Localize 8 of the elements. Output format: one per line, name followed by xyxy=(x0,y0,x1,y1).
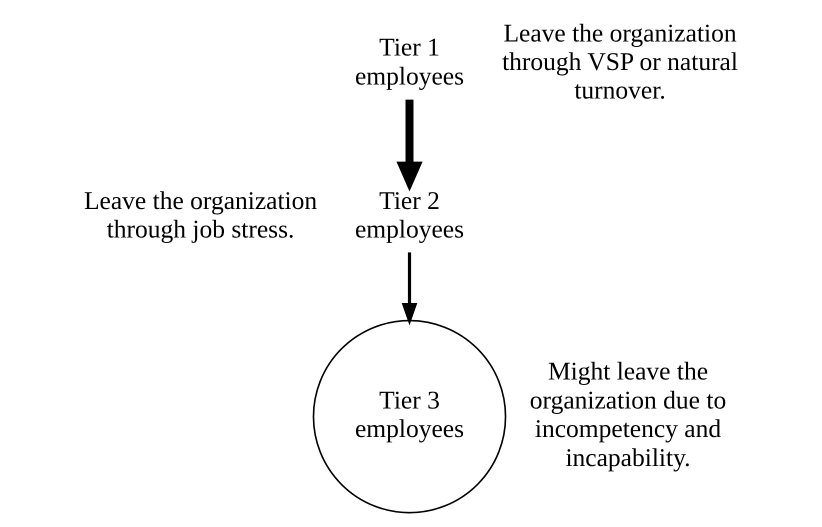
arrow xyxy=(401,252,417,326)
arrow xyxy=(396,100,422,192)
node-label: Leave the organization through job stress. xyxy=(83,186,317,244)
node-label: Leave the organization through VSP or natural turnover. xyxy=(502,18,738,105)
node-circle: Tier 3 employees xyxy=(312,320,506,514)
node-text: Tier 1 employees xyxy=(354,32,464,90)
node-label: Might leave the organization due to incompetency and incapability. xyxy=(529,356,726,472)
node-text: Tier 2 employees xyxy=(354,186,464,244)
